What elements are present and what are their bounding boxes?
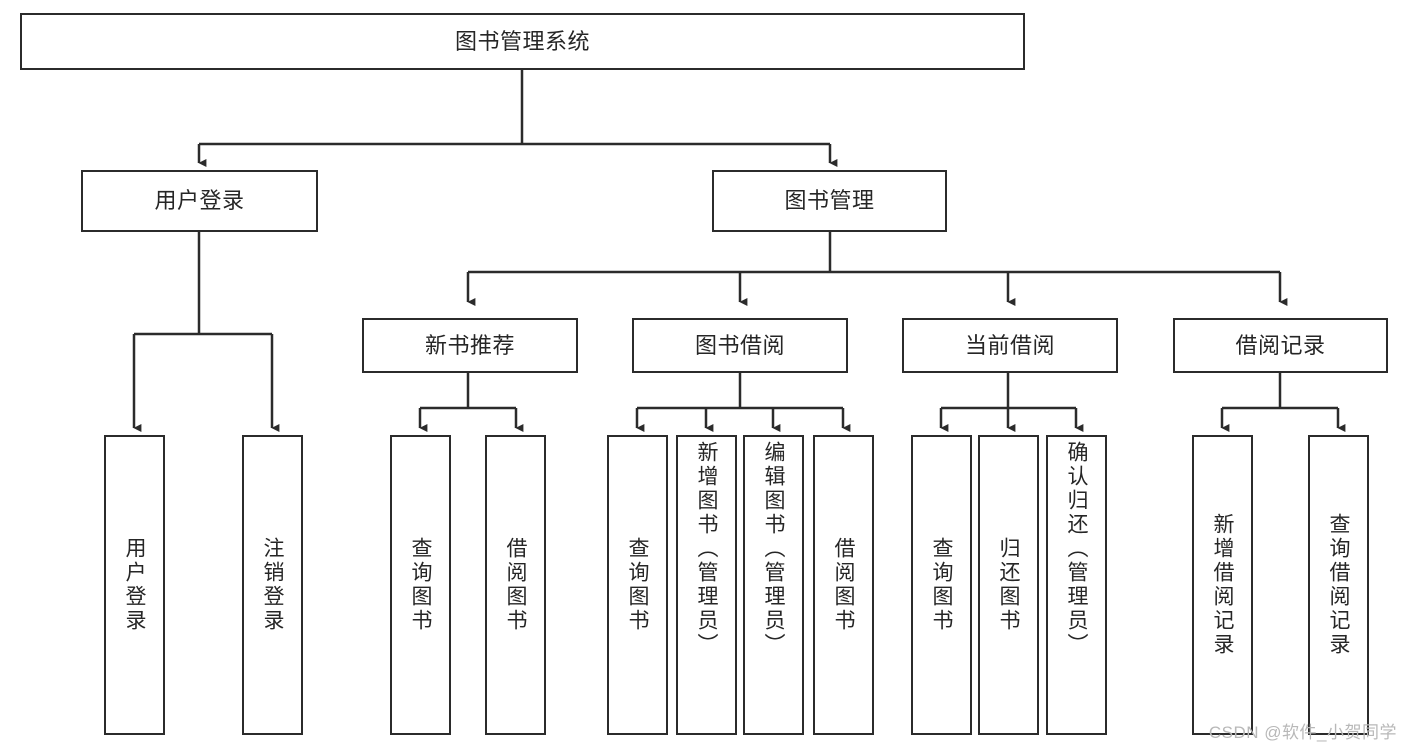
leaf-user-login-logout[interactable]: 注销登录 — [242, 435, 303, 735]
leaf-current-borrow-return[interactable]: 归还图书 — [978, 435, 1039, 735]
node-book-borrow[interactable]: 图书借阅 — [632, 318, 848, 373]
leaf-user-login-login-label: 用户登录 — [123, 537, 147, 633]
leaf-current-borrow-confirm[interactable]: 确认归还（管理员） — [1046, 435, 1107, 735]
node-book-borrow-label: 图书借阅 — [694, 332, 785, 358]
node-user-login-label: 用户登录 — [154, 188, 245, 214]
leaf-current-borrow-confirm-label: 确认归还（管理员） — [1065, 441, 1089, 657]
node-current-borrow-label: 当前借阅 — [964, 332, 1055, 358]
leaf-book-borrow-borrow[interactable]: 借阅图书 — [813, 435, 874, 735]
node-user-login[interactable]: 用户登录 — [81, 170, 318, 232]
leaf-new-book-borrow[interactable]: 借阅图书 — [485, 435, 546, 735]
leaf-book-borrow-add[interactable]: 新增图书（管理员） — [676, 435, 737, 735]
node-book-management-label: 图书管理 — [784, 188, 875, 214]
leaf-new-book-borrow-label: 借阅图书 — [504, 537, 528, 633]
leaf-borrow-record-add[interactable]: 新增借阅记录 — [1192, 435, 1253, 735]
node-current-borrow[interactable]: 当前借阅 — [902, 318, 1118, 373]
leaf-book-borrow-query[interactable]: 查询图书 — [607, 435, 668, 735]
leaf-book-borrow-edit[interactable]: 编辑图书（管理员） — [743, 435, 804, 735]
leaf-user-login-login[interactable]: 用户登录 — [104, 435, 165, 735]
node-root-label: 图书管理系统 — [454, 28, 590, 54]
leaf-book-borrow-edit-label: 编辑图书（管理员） — [762, 441, 786, 657]
leaf-current-borrow-query[interactable]: 查询图书 — [911, 435, 972, 735]
leaf-new-book-query-label: 查询图书 — [409, 537, 433, 633]
leaf-borrow-record-query-label: 查询借阅记录 — [1327, 513, 1351, 657]
leaf-book-borrow-borrow-label: 借阅图书 — [832, 537, 856, 633]
node-new-book-recommend[interactable]: 新书推荐 — [362, 318, 578, 373]
node-borrow-record-label: 借阅记录 — [1235, 332, 1326, 358]
node-new-book-recommend-label: 新书推荐 — [424, 332, 515, 358]
leaf-user-login-logout-label: 注销登录 — [261, 537, 285, 633]
leaf-book-borrow-add-label: 新增图书（管理员） — [695, 441, 719, 657]
leaf-current-borrow-query-label: 查询图书 — [930, 537, 954, 633]
leaf-book-borrow-query-label: 查询图书 — [626, 537, 650, 633]
leaf-current-borrow-return-label: 归还图书 — [997, 537, 1021, 633]
leaf-borrow-record-query[interactable]: 查询借阅记录 — [1308, 435, 1369, 735]
leaf-borrow-record-add-label: 新增借阅记录 — [1211, 513, 1235, 657]
node-book-management[interactable]: 图书管理 — [712, 170, 947, 232]
node-borrow-record[interactable]: 借阅记录 — [1173, 318, 1388, 373]
node-root[interactable]: 图书管理系统 — [20, 13, 1025, 70]
leaf-new-book-query[interactable]: 查询图书 — [390, 435, 451, 735]
